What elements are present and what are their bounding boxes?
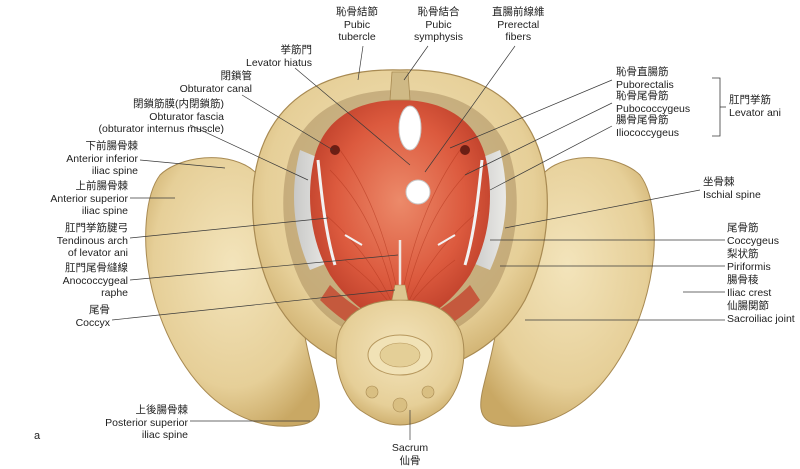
puborectalis-label: 恥骨直腸筋 Puborectalis — [616, 66, 674, 91]
obturator-canal-label: 閉鎖管 Obturator canal — [179, 70, 252, 95]
coccygeus-label: 尾骨筋 Coccygeus — [727, 222, 779, 247]
anterior-inferior-iliac-spine-label: 下前腸骨棘 Anterior inferior iliac spine — [66, 140, 138, 177]
piriformis-label: 梨状筋 Piriformis — [727, 248, 771, 273]
panel-letter: a — [34, 430, 41, 442]
sacroiliac-joint-label: 仙腸関節 Sacroiliac joint — [727, 300, 795, 325]
tendinous-arch-label: 肛門挙筋腱弓 Tendinous arch of levator ani — [56, 222, 128, 259]
iliococcygeus-label: 腸骨尾骨筋 Iliococcygeus — [616, 114, 680, 139]
anterior-superior-iliac-spine-label: 上前腸骨棘 Anterior superior iliac spine — [50, 180, 128, 217]
prerectal-fibers-label: 直腸前線維 Prerectal fibers — [492, 6, 545, 43]
sacrum-label: Sacrum 仙骨 — [391, 442, 429, 467]
levator-hiatus-label: 挙筋門 Levator hiatus — [246, 44, 312, 69]
posterior-superior-iliac-spine-label: 上後腸骨棘 Posterior superior iliac spine — [105, 404, 188, 441]
ischial-spine-label: 坐骨棘 Ischial spine — [703, 176, 761, 201]
coccyx-label: 尾骨 Coccyx — [75, 304, 110, 329]
iliac-crest-label: 腸骨稜 Iliac crest — [727, 274, 772, 299]
pubic-tubercle-label: 恥骨結節 Pubic tubercle — [336, 6, 378, 43]
pubococcygeus-label: 恥骨尾骨筋 Pubococcygeus — [616, 90, 691, 115]
pubic-symphysis-label: 恥骨結合 Pubic symphysis — [414, 6, 464, 43]
urethral-opening — [398, 105, 422, 151]
levator-ani-label: 肛門挙筋 Levator ani — [729, 94, 781, 119]
anal-opening — [405, 179, 431, 205]
anococcygeal-raphe-label: 肛門尾骨縫線 Anococcygeal raphe — [62, 262, 128, 299]
obturator-fascia-label: 閉鎖筋膜(内閉鎖筋) Obturator fascia (obturator i… — [98, 98, 224, 135]
